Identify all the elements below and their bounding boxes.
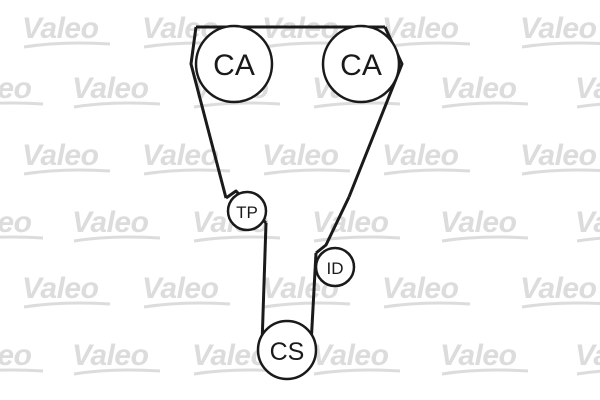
valeo-watermark: Valeo	[72, 339, 149, 372]
pulley-label-ca-right: CA	[340, 49, 382, 82]
valeo-watermark: Valeo	[0, 339, 32, 372]
valeo-watermark: Valeo	[142, 139, 219, 172]
valeo-watermark-swoosh	[441, 101, 529, 109]
valeo-watermark-swoosh	[521, 168, 600, 176]
pulley-label-ca-left: CA	[213, 49, 255, 82]
valeo-watermark-swoosh	[383, 301, 471, 309]
valeo-watermark: Valeo	[575, 72, 600, 105]
valeo-watermark: Valeo	[262, 139, 339, 172]
valeo-watermark-swoosh	[193, 235, 281, 243]
valeo-watermark-swoosh	[73, 101, 161, 109]
valeo-watermark-swoosh	[0, 235, 44, 240]
valeo-watermark-swoosh	[576, 236, 600, 243]
valeo-watermark-swoosh	[441, 368, 529, 376]
valeo-watermark-swoosh	[73, 235, 161, 243]
valeo-watermark: Valeo	[520, 12, 597, 45]
belt-right-mid-span	[315, 196, 351, 255]
valeo-watermark: Valeo	[520, 272, 597, 305]
valeo-watermark: Valeo	[312, 206, 389, 239]
watermark-layer: ValeoValeoValeoValeoValeoValeoValeoValeo…	[0, 12, 600, 376]
valeo-watermark: Valeo	[72, 72, 149, 105]
valeo-watermark-swoosh	[383, 168, 471, 176]
valeo-watermark: Valeo	[575, 339, 600, 372]
valeo-watermark-swoosh	[73, 368, 161, 376]
valeo-watermark-swoosh	[23, 301, 111, 309]
valeo-watermark-swoosh	[521, 41, 600, 49]
valeo-watermark: Valeo	[142, 272, 219, 305]
valeo-watermark: Valeo	[0, 206, 32, 239]
valeo-watermark-swoosh	[263, 168, 351, 176]
valeo-watermark: Valeo	[22, 139, 99, 172]
pulley-label-tp: TP	[236, 203, 258, 222]
crankshaft-pulley: CS	[256, 319, 318, 381]
valeo-watermark: Valeo	[22, 12, 99, 45]
valeo-watermark: Valeo	[382, 12, 459, 45]
valeo-watermark-swoosh	[313, 101, 401, 109]
tensioner-pulley: TP	[226, 190, 268, 232]
valeo-watermark-swoosh	[441, 235, 529, 243]
belt-left-lower-span	[260, 222, 268, 346]
pulley-label-cs: CS	[270, 338, 305, 366]
valeo-watermark-swoosh	[23, 41, 111, 49]
valeo-watermark: Valeo	[382, 139, 459, 172]
pulley-label-id: ID	[327, 259, 344, 278]
valeo-watermark: Valeo	[440, 339, 517, 372]
valeo-watermark-swoosh	[0, 368, 44, 373]
valeo-watermark: Valeo	[382, 272, 459, 305]
valeo-watermark: Valeo	[520, 139, 597, 172]
idler-pulley: ID	[314, 246, 356, 288]
valeo-watermark-swoosh	[0, 101, 44, 106]
valeo-watermark: Valeo	[575, 206, 600, 239]
valeo-watermark-swoosh	[576, 102, 600, 109]
valeo-watermark: Valeo	[192, 339, 269, 372]
valeo-watermark-swoosh	[23, 168, 111, 176]
valeo-watermark-swoosh	[576, 369, 600, 376]
camshaft-pulley-left: CA	[194, 24, 274, 104]
valeo-watermark-swoosh	[521, 301, 600, 309]
valeo-watermark-swoosh	[313, 235, 401, 243]
valeo-watermark-swoosh	[263, 301, 351, 309]
valeo-watermark: Valeo	[440, 206, 517, 239]
valeo-watermark: Valeo	[22, 272, 99, 305]
valeo-watermark-swoosh	[143, 301, 231, 309]
valeo-watermark: Valeo	[0, 72, 32, 105]
pulley-layer: CA CA TP ID CS	[194, 24, 401, 381]
camshaft-pulley-right: CA	[321, 24, 401, 104]
valeo-watermark: Valeo	[72, 206, 149, 239]
valeo-watermark: Valeo	[312, 339, 389, 372]
valeo-watermark-swoosh	[313, 368, 401, 376]
valeo-watermark: Valeo	[440, 72, 517, 105]
valeo-watermark-swoosh	[143, 168, 231, 176]
belt-left-upper-span	[189, 26, 228, 199]
